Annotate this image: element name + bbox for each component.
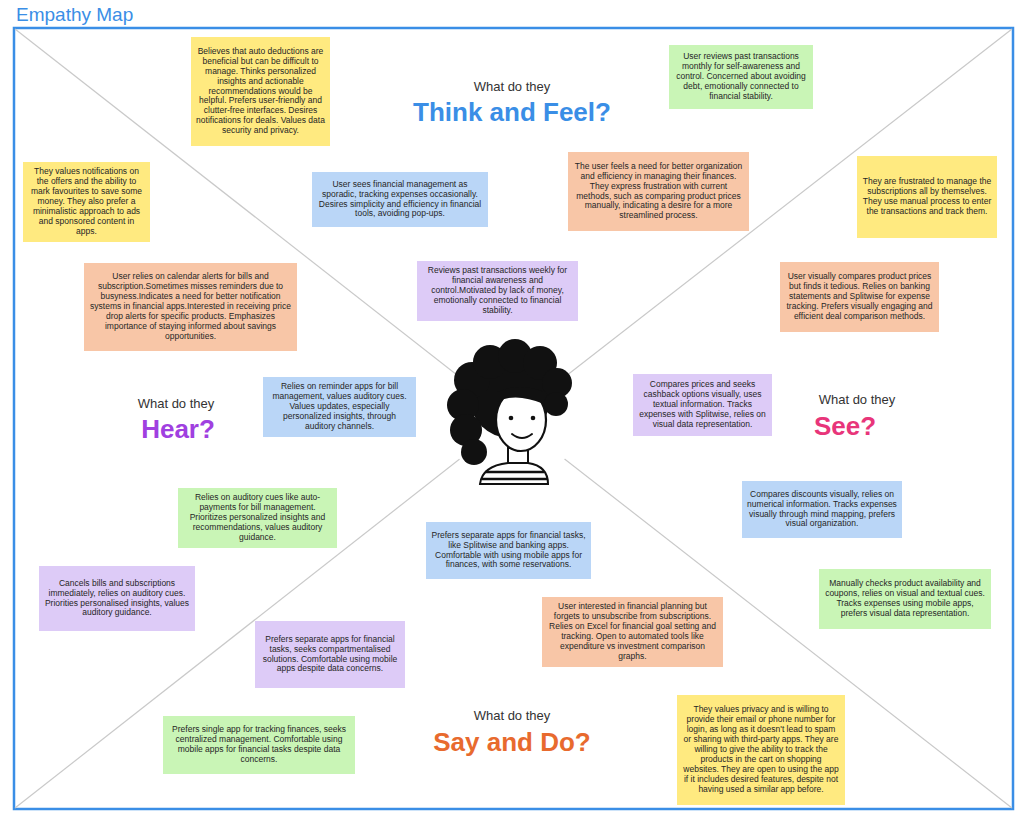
curly-hair xyxy=(447,339,572,465)
hair-curl xyxy=(461,439,487,465)
note-text: They are frustrated to manage the subscr… xyxy=(862,177,992,217)
smile xyxy=(512,434,532,438)
sticky-note: Compares prices and seeks cashback optio… xyxy=(633,374,772,436)
sticky-note: Believes that auto deductions are benefi… xyxy=(191,37,330,146)
note-text: The user feels a need for better organiz… xyxy=(573,162,744,222)
note-text: Prefers separate apps for financial task… xyxy=(260,635,400,675)
note-text: User visually compares product prices bu… xyxy=(785,272,934,322)
note-text: Relies on auditory cues like auto-paymen… xyxy=(183,493,332,543)
shirt-stripe xyxy=(485,471,544,474)
eye xyxy=(531,416,536,421)
quadrant-prompt: What do they xyxy=(362,708,662,723)
sticky-note: User reviews past transactions monthly f… xyxy=(669,45,813,109)
quadrant-heading: Hear? xyxy=(28,414,328,445)
quadrant-heading: Think and Feel? xyxy=(362,97,662,128)
sticky-note: The user feels a need for better organiz… xyxy=(568,152,749,231)
sticky-note: They are frustrated to manage the subscr… xyxy=(857,156,997,238)
striped-shirt xyxy=(480,463,548,484)
hair-curl xyxy=(544,392,568,416)
sticky-note: They values privacy and is willing to pr… xyxy=(677,695,845,805)
note-text: Prefers separate apps for financial task… xyxy=(431,531,586,571)
eye xyxy=(509,416,514,421)
sticky-note: Prefers separate apps for financial task… xyxy=(426,522,591,579)
note-text: User interested in financial planning bu… xyxy=(547,602,718,662)
note-text: User relies on calendar alerts for bills… xyxy=(89,272,292,342)
sticky-note: Relies on auditory cues like auto-paymen… xyxy=(178,488,337,548)
sticky-note: User relies on calendar alerts for bills… xyxy=(84,263,297,351)
fringe xyxy=(497,387,544,404)
sticky-note: Prefers separate apps for financial task… xyxy=(255,621,405,688)
note-text: Cancels bills and subscriptions immediat… xyxy=(44,579,190,619)
sticky-note: Relies on reminder apps for bill managem… xyxy=(263,377,416,437)
sticky-note: They values notifications on the offers … xyxy=(23,162,150,242)
note-text: Relies on reminder apps for bill managem… xyxy=(268,382,411,432)
quadrant-prompt: What do they xyxy=(26,396,326,411)
sticky-note: User visually compares product prices bu… xyxy=(780,262,939,332)
note-text: Manually checks product availability and… xyxy=(824,579,986,619)
map-frame xyxy=(14,28,1013,809)
note-text: Compares discounts visually, relies on n… xyxy=(747,490,897,530)
sticky-note: Reviews past transactions weekly for fin… xyxy=(417,261,578,321)
sticky-note: Prefers single app for tracking finances… xyxy=(163,716,355,774)
shirt-stripe xyxy=(482,478,547,481)
note-text: Compares prices and seeks cashback optio… xyxy=(638,380,767,430)
quadrant-divider xyxy=(15,29,512,418)
quadrant-divider xyxy=(512,29,1012,418)
note-text: They values notifications on the offers … xyxy=(28,167,145,237)
sticky-note: Manually checks product availability and… xyxy=(819,569,991,629)
note-text: User reviews past transactions monthly f… xyxy=(674,52,808,102)
quadrant-prompt: What do they xyxy=(707,392,1007,407)
sticky-note: Cancels bills and subscriptions immediat… xyxy=(39,566,195,631)
persona-illustration xyxy=(446,339,578,486)
note-text: User sees financial management as sporad… xyxy=(317,180,483,220)
sticky-note: User sees financial management as sporad… xyxy=(312,172,488,227)
quadrant-prompt: What do they xyxy=(362,79,662,94)
sticky-note: Compares discounts visually, relies on n… xyxy=(742,481,902,538)
quadrant-heading: See? xyxy=(695,411,995,442)
note-text: Believes that auto deductions are benefi… xyxy=(196,47,325,136)
note-text: They values privacy and is willing to pr… xyxy=(682,705,840,794)
note-text: Reviews past transactions weekly for fin… xyxy=(422,266,573,316)
note-text: Prefers single app for tracking finances… xyxy=(168,725,350,765)
sticky-note: User interested in financial planning bu… xyxy=(542,597,723,667)
quadrant-heading: Say and Do? xyxy=(362,727,662,758)
map-title: Empathy Map xyxy=(16,4,133,26)
